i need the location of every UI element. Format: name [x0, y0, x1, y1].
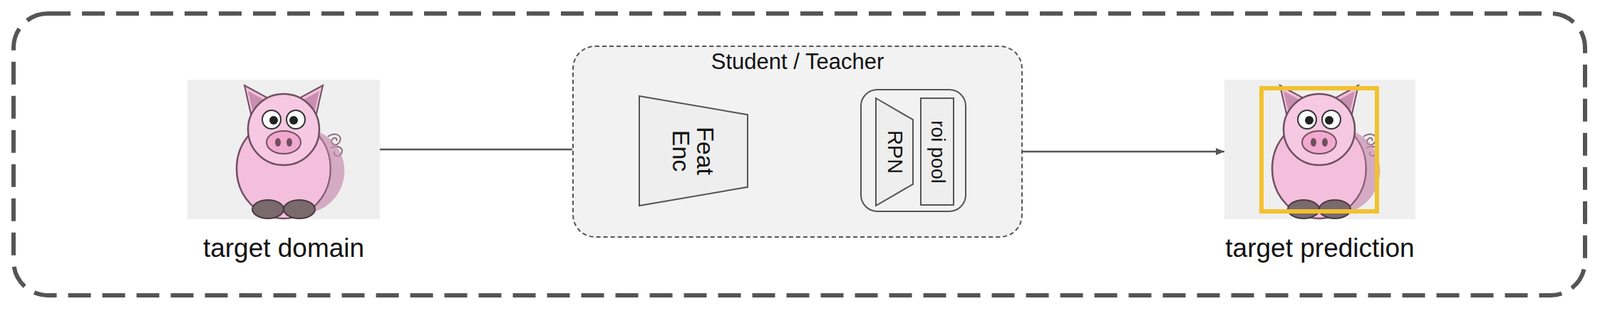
- bounding-box: [1261, 88, 1377, 212]
- outer-border: [13, 13, 1586, 296]
- input-image: target domain: [187, 79, 380, 220]
- image-caption: target prediction: [1225, 233, 1414, 264]
- image-panel: [1224, 79, 1416, 220]
- feature-encoder: Feat Enc: [639, 96, 748, 206]
- rpn-block: RPN: [875, 98, 913, 206]
- block-label: Feat Enc: [669, 122, 718, 180]
- pig-image: [236, 85, 345, 219]
- model-group: Student / TeacherFeat EncRPNroi pool: [572, 45, 1023, 239]
- group-title: Student / Teacher: [573, 49, 1022, 75]
- block-label: RPN: [884, 81, 906, 224]
- pig-image: [1272, 85, 1380, 219]
- output-image: target prediction: [1224, 79, 1416, 220]
- image-panel: [187, 79, 380, 220]
- block-label: roi pool: [927, 80, 948, 224]
- roi-pool-block: roi pool: [920, 97, 955, 206]
- image-caption: target domain: [203, 233, 365, 264]
